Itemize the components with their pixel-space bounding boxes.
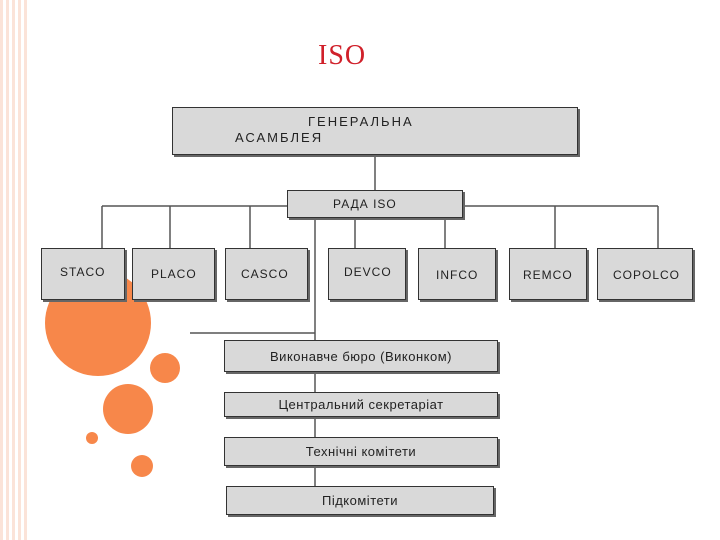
- committee-infco-box: INFCO: [418, 248, 496, 300]
- technical-committees-label: Технічні комітети: [305, 444, 417, 459]
- subcommittees-box: Підкомітети: [226, 486, 494, 515]
- committee-placo-label: PLACO: [151, 267, 197, 281]
- committee-devco-label: DEVCO: [344, 265, 392, 279]
- committee-staco-box: STACO: [41, 248, 125, 300]
- technical-committees-box: Технічні комітети: [224, 437, 498, 466]
- decorative-stripes: [0, 0, 30, 540]
- decor-circle-dot: [86, 432, 98, 444]
- general-assembly-box: ГЕНЕРАЛЬНА АСАМБЛЕЯ: [172, 107, 578, 155]
- committee-placo-box: PLACO: [132, 248, 215, 300]
- executive-bureau-box: Виконавче бюро (Виконком): [224, 340, 498, 372]
- general-assembly-line2: АСАМБЛЕЯ: [235, 130, 324, 145]
- executive-bureau-label: Виконавче бюро (Виконком): [270, 348, 452, 364]
- committee-casco-box: CASCO: [225, 248, 308, 300]
- committee-remco-label: REMCO: [523, 268, 573, 282]
- decor-circle-small-2: [131, 455, 153, 477]
- decor-circle-medium: [103, 384, 153, 434]
- page-title: ISO: [318, 40, 367, 71]
- council-box: РАДА ISO: [287, 190, 463, 218]
- committee-copolco-box: COPOLCO: [597, 248, 693, 300]
- committee-staco-label: STACO: [60, 265, 106, 279]
- council-label: РАДА ISO: [333, 197, 397, 211]
- subcommittees-label: Підкомітети: [321, 493, 399, 508]
- decor-circle-small-1: [150, 353, 180, 383]
- committee-remco-box: REMCO: [509, 248, 587, 300]
- central-secretariat-label: Центральний секретаріат: [278, 397, 444, 412]
- committee-copolco-label: COPOLCO: [613, 268, 681, 282]
- central-secretariat-box: Центральний секретаріат: [224, 392, 498, 417]
- committee-infco-label: INFCO: [436, 268, 479, 282]
- committee-devco-box: DEVCO: [328, 248, 406, 300]
- committee-casco-label: CASCO: [241, 267, 289, 281]
- general-assembly-line1: ГЕНЕРАЛЬНА: [308, 114, 414, 129]
